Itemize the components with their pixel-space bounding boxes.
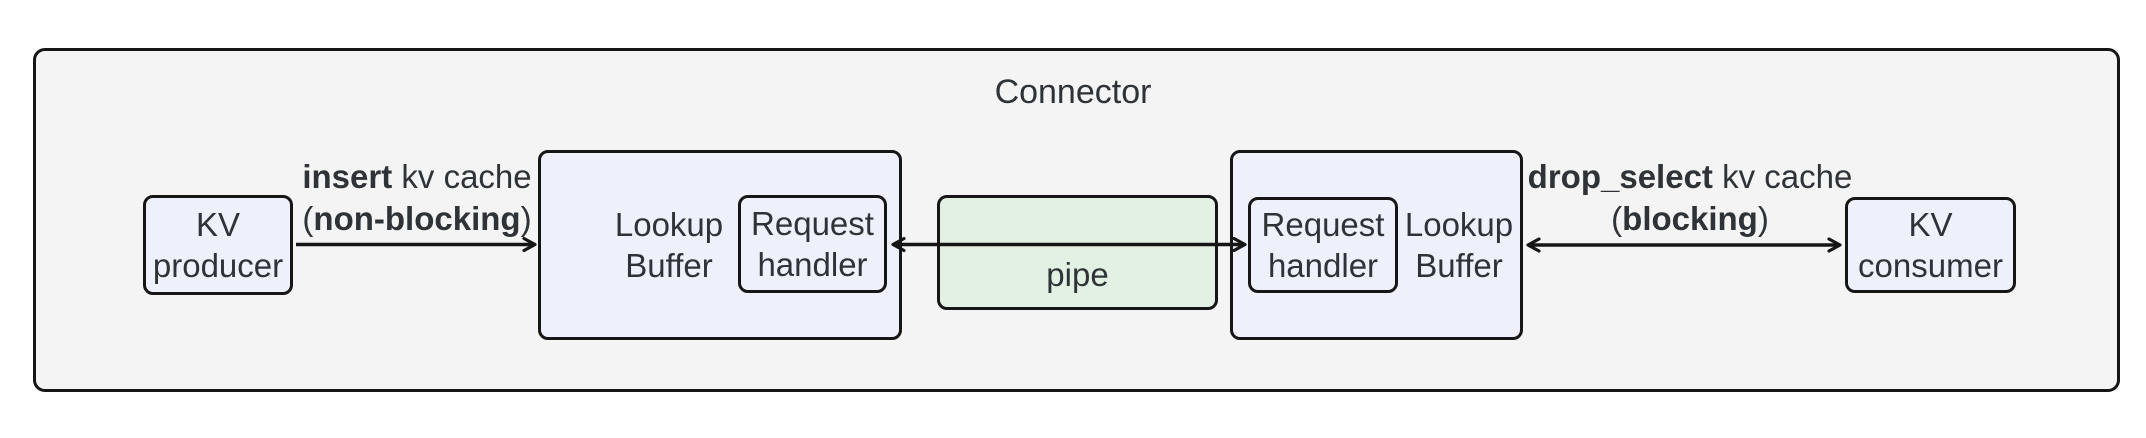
node-kv-producer: KV producer [143, 195, 293, 295]
node-request-handler-right: Request handler [1248, 197, 1398, 293]
node-kv-producer-label: KV producer [152, 206, 284, 284]
node-pipe-label: pipe [1046, 256, 1109, 293]
node-request-handler-left: Request handler [738, 195, 887, 293]
edge-label-drop-select-line2: (blocking) [1611, 200, 1769, 237]
node-lookup-buffer-left: Lookup Buffer Request handler [538, 150, 902, 340]
node-request-handler-right-label: Request handler [1261, 206, 1385, 284]
connector-title: Connector [994, 73, 1152, 111]
node-kv-consumer-label: KV consumer [1858, 206, 2003, 284]
node-kv-consumer: KV consumer [1845, 197, 2016, 293]
node-lookup-buffer-left-label: Lookup Buffer [614, 206, 724, 284]
edge-label-insert-line1: insert kv cache [302, 158, 532, 195]
edge-label-drop-select-line1: drop_select kv cache [1527, 158, 1853, 195]
node-lookup-buffer-right: Request handler Lookup Buffer [1230, 150, 1523, 340]
node-pipe: pipe [937, 195, 1218, 310]
edge-label-insert-line2: (non-blocking) [302, 200, 532, 237]
edge-label-drop-select: drop_select kv cache (blocking) [1490, 156, 1890, 240]
node-lookup-buffer-right-label: Lookup Buffer [1404, 206, 1514, 284]
edge-label-insert: insert kv cache (non-blocking) [217, 156, 617, 240]
node-request-handler-left-label: Request handler [751, 205, 874, 283]
